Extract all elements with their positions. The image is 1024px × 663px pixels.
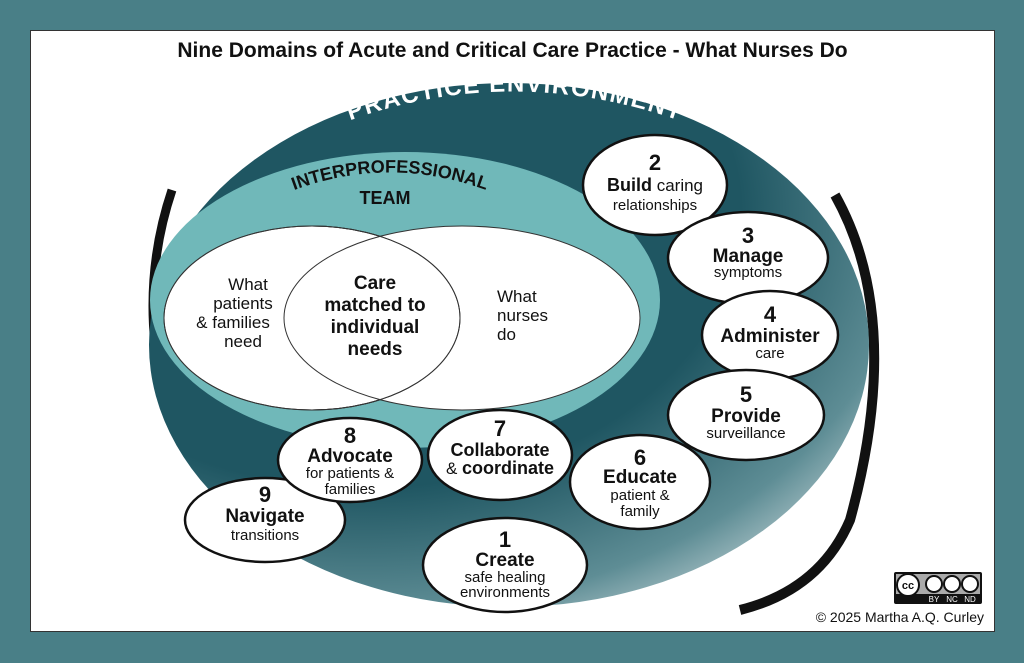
copyright: © 2025 Martha A.Q. Curley xyxy=(815,609,984,625)
cc-by: BY xyxy=(929,595,940,604)
cc-by-nc-nd-icon: cc BY NC ND xyxy=(896,573,980,604)
creative-commons-badge: cc BY NC ND xyxy=(894,572,982,604)
diagram-card: Nine Domains of Acute and Critical Care … xyxy=(30,30,995,632)
cc-text: cc xyxy=(902,580,914,592)
cc-nc: NC xyxy=(946,595,958,604)
cc-nd: ND xyxy=(964,595,976,604)
diagram-title: Nine Domains of Acute and Critical Care … xyxy=(177,39,848,62)
